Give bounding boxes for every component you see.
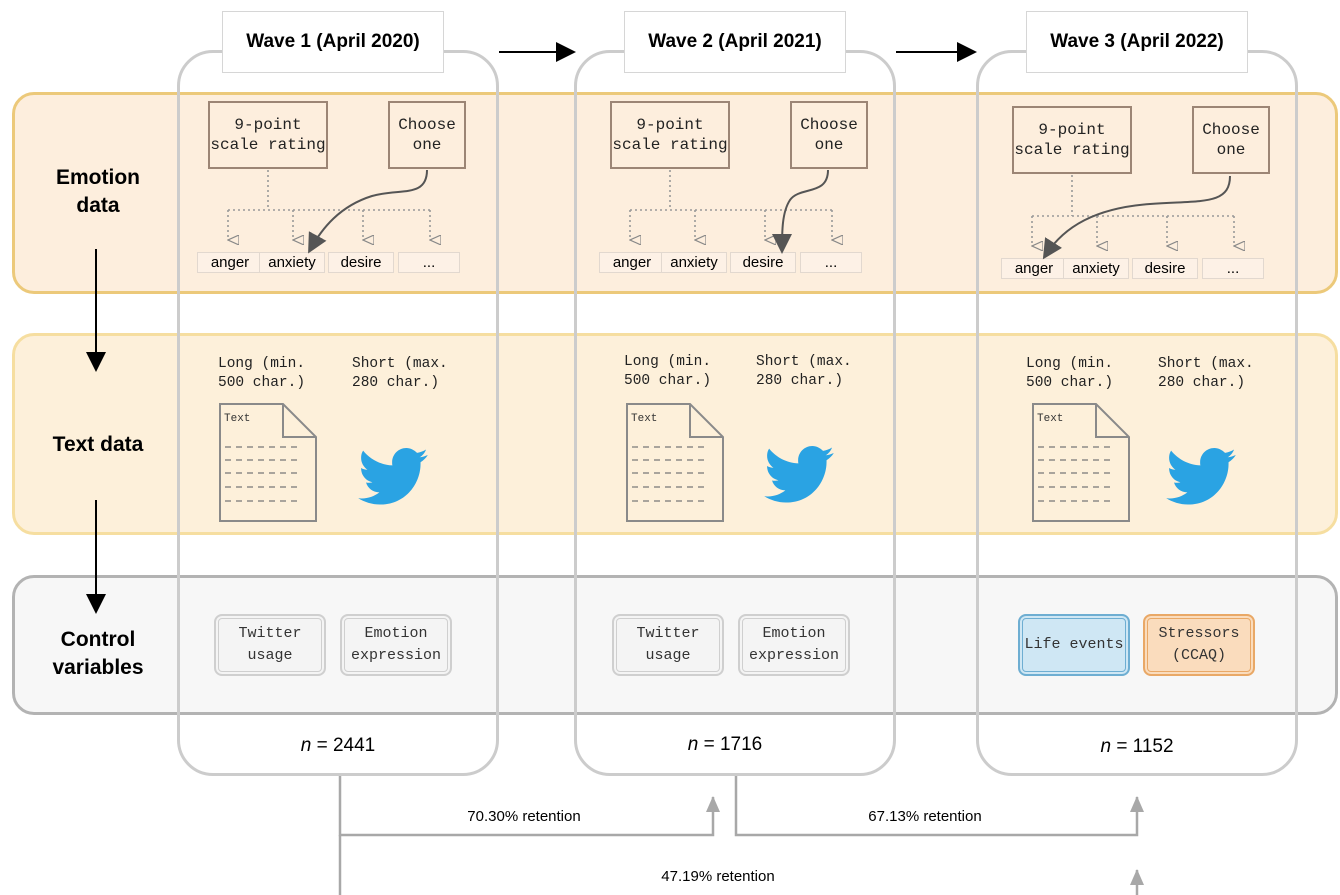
wave-1-emotion-anger: anger xyxy=(197,252,263,273)
document-icon: Text xyxy=(626,403,724,522)
wave-1-doc-label: Text xyxy=(224,413,250,425)
row-label-control: Control variables xyxy=(8,626,188,682)
row-label-text: Text data xyxy=(52,433,144,456)
wave-3-long-label: Long (min. 500 char.) xyxy=(1026,356,1114,391)
twitter-bird-icon xyxy=(764,446,834,503)
wave-3-short-label: Short (max. 280 char.) xyxy=(1158,356,1254,391)
wave-2-choose-arrow xyxy=(772,169,829,254)
row-label-emotion: Emotion data xyxy=(8,164,188,220)
wave-2-short-label: Short (max. 280 char.) xyxy=(756,354,852,389)
retention-w1-w2: 70.30% retention xyxy=(467,808,581,825)
wave-1-sample-size: n = 2441 xyxy=(268,735,408,757)
wave-2-n-value: = 1716 xyxy=(703,734,763,755)
n-symbol: n xyxy=(687,734,699,755)
wave-1-short-label: Short (max. 280 char.) xyxy=(352,356,448,391)
wave-2-emotion-expression: Emotion expression xyxy=(738,614,850,676)
wave-2-emotion-anxiety: anxiety xyxy=(661,252,727,273)
row-label-emotion-line2: data xyxy=(76,194,120,217)
wave-1-choose-box: Choose one xyxy=(388,101,466,169)
retention-connectors xyxy=(338,776,1144,895)
wave-1-rating-box: 9-point scale rating xyxy=(208,101,328,169)
wave-1-emotion-desire: desire xyxy=(328,252,394,273)
wave-2-rating-box: 9-point scale rating xyxy=(610,101,730,169)
wave-3-title: Wave 3 (April 2022) xyxy=(1026,11,1248,73)
wave-2-sample-size: n = 1716 xyxy=(655,734,795,756)
wave-1-emotion-more: ... xyxy=(398,252,460,273)
twitter-bird-icon xyxy=(358,448,428,505)
wave-3-emotion-anger: anger xyxy=(1001,258,1067,279)
wave-3-emotion-more: ... xyxy=(1202,258,1264,279)
wave-2-long-label: Long (min. 500 char.) xyxy=(624,354,712,389)
wave-3-sample-size: n = 1152 xyxy=(1067,736,1207,758)
document-icon: Text xyxy=(1032,403,1130,522)
document-icon: Text xyxy=(219,403,317,522)
wave-2-emotion-more: ... xyxy=(800,252,862,273)
row-label-emotion-line1: Emotion xyxy=(56,166,140,189)
wave-2-emotion-anger: anger xyxy=(599,252,665,273)
retention-w2-w3: 67.13% retention xyxy=(868,808,982,825)
wave-3-emotion-anxiety: anxiety xyxy=(1063,258,1129,279)
retention-w1-w3: 47.19% retention xyxy=(661,868,775,885)
wave-2-doc-label: Text xyxy=(631,413,657,425)
row-label-control-line2: variables xyxy=(52,656,144,679)
wave-3-emotion-desire: desire xyxy=(1132,258,1198,279)
wave-2-emotion-desire: desire xyxy=(730,252,796,273)
n-symbol: n xyxy=(1100,736,1112,757)
wave-1-title: Wave 1 (April 2020) xyxy=(222,11,444,73)
n-symbol: n xyxy=(300,735,312,756)
wave-1-emotion-anxiety: anxiety xyxy=(259,252,325,273)
wave-2-title: Wave 2 (April 2021) xyxy=(624,11,846,73)
row-label-control-line1: Control xyxy=(60,628,136,651)
wave-3-dotted-tree xyxy=(1032,175,1234,246)
wave-1-emotion-expression: Emotion expression xyxy=(340,614,452,676)
wave-3-doc-label: Text xyxy=(1037,413,1063,425)
wave-1-long-label: Long (min. 500 char.) xyxy=(218,356,306,391)
wave-2-dotted-tree xyxy=(630,170,832,240)
wave-2-choose-box: Choose one xyxy=(790,101,868,169)
wave-3-rating-box: 9-point scale rating xyxy=(1012,106,1132,174)
wave-1-dotted-tree xyxy=(228,170,430,240)
wave-1-choose-arrow xyxy=(308,169,428,254)
wave-2-twitter-usage: Twitter usage xyxy=(612,614,724,676)
wave-1-twitter-usage: Twitter usage xyxy=(214,614,326,676)
wave-3-choose-box: Choose one xyxy=(1192,106,1270,174)
wave-1-n-value: = 2441 xyxy=(316,735,376,756)
twitter-bird-icon xyxy=(1166,448,1236,505)
wave-3-n-value: = 1152 xyxy=(1116,736,1174,757)
wave-3-choose-arrow xyxy=(1042,175,1231,260)
wave-3-life-events: Life events xyxy=(1018,614,1130,676)
wave-3-stressors: Stressors (CCAQ) xyxy=(1143,614,1255,676)
